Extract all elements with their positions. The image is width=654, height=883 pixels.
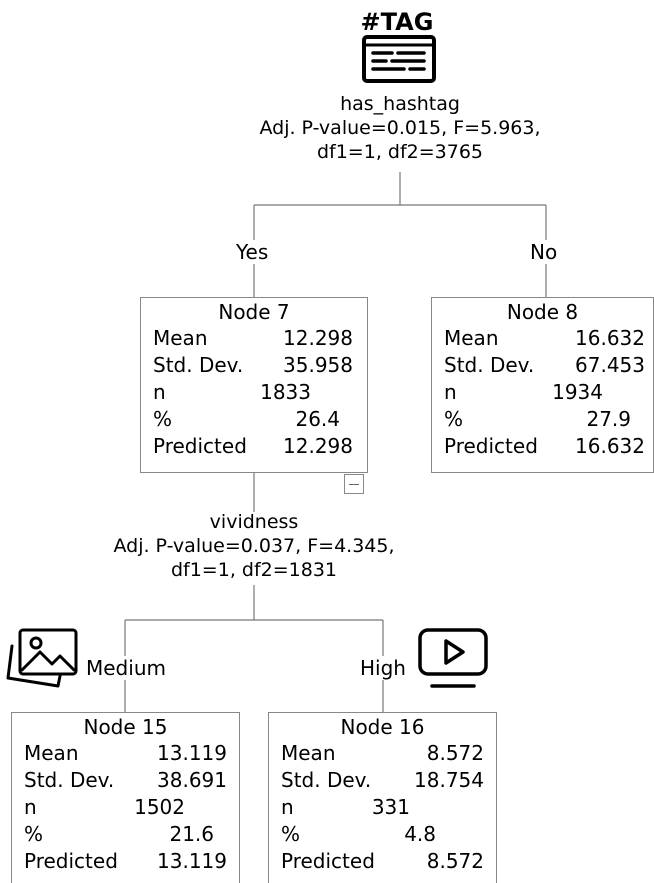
predicted-value: 12.298	[283, 434, 353, 458]
predicted-label: Predicted	[281, 849, 375, 873]
n-label: n	[444, 380, 457, 404]
pct-value: 4.8	[404, 822, 436, 846]
mean-value: 8.572	[426, 741, 484, 765]
node-title: Node 15	[83, 715, 168, 739]
pct-label: %	[153, 407, 173, 431]
predicted-value: 16.632	[575, 434, 645, 458]
vividness-split-label: vividness Adj. P-value=0.037, F=4.345, d…	[84, 510, 424, 582]
n-value: 331	[371, 795, 410, 819]
video-play-icon	[416, 626, 492, 692]
std-value: 67.453	[575, 353, 645, 377]
mean-label: Mean	[24, 741, 79, 765]
pct-value: 21.6	[169, 822, 214, 846]
std-value: 38.691	[157, 768, 227, 792]
split-stats-line1: Adj. P-value=0.037, F=4.345,	[113, 535, 395, 557]
predicted-value: 8.572	[426, 849, 484, 873]
split-variable: has_hashtag	[340, 93, 460, 115]
collapse-node-button[interactable]	[344, 474, 364, 494]
std-value: 18.754	[414, 768, 484, 792]
predicted-value: 13.119	[157, 849, 227, 873]
mean-label: Mean	[153, 326, 208, 350]
mean-value: 13.119	[157, 741, 227, 765]
split-variable: vividness	[209, 511, 299, 533]
tree-node-15[interactable]: Node 15 Mean 13.119 Std. Dev. 38.691 n 1502…	[11, 712, 240, 883]
pct-label: %	[24, 822, 44, 846]
n-label: n	[153, 380, 166, 404]
branch-label-yes: Yes	[234, 240, 271, 264]
branch-label-no: No	[528, 240, 560, 264]
mean-value: 12.298	[283, 326, 353, 350]
predicted-label: Predicted	[153, 434, 247, 458]
std-label: Std. Dev.	[444, 353, 535, 377]
predicted-label: Predicted	[444, 434, 538, 458]
mean-label: Mean	[281, 741, 336, 765]
node-title: Node 7	[218, 300, 290, 324]
pct-value: 26.4	[295, 407, 340, 431]
std-label: Std. Dev.	[281, 768, 372, 792]
std-label: Std. Dev.	[153, 353, 244, 377]
split-stats-line2: df1=1, df2=3765	[316, 141, 484, 163]
n-value: 1833	[260, 380, 311, 404]
std-label: Std. Dev.	[24, 768, 115, 792]
pct-value: 27.9	[586, 407, 631, 431]
branch-label-high: High	[358, 656, 408, 680]
icon-tag-text: #TAG	[361, 8, 434, 36]
split-stats-line1: Adj. P-value=0.015, F=5.963,	[259, 117, 541, 139]
pct-label: %	[281, 822, 301, 846]
n-label: n	[24, 795, 37, 819]
image-gallery-icon	[6, 626, 82, 690]
n-value: 1934	[552, 380, 603, 404]
mean-label: Mean	[444, 326, 499, 350]
predicted-label: Predicted	[24, 849, 118, 873]
node-title: Node 16	[340, 715, 425, 739]
n-label: n	[281, 795, 294, 819]
mean-value: 16.632	[575, 326, 645, 350]
tree-node-16[interactable]: Node 16 Mean 8.572 Std. Dev. 18.754 n 331 %…	[268, 712, 497, 883]
branch-label-medium: Medium	[84, 656, 168, 680]
node-title: Node 8	[506, 300, 579, 324]
n-value: 1502	[134, 795, 185, 819]
root-split-label: has_hashtag Adj. P-value=0.015, F=5.963,…	[230, 92, 570, 164]
std-value: 35.958	[283, 353, 353, 377]
pct-label: %	[444, 407, 464, 431]
split-stats-line2: df1=1, df2=1831	[170, 559, 338, 581]
hashtag-document-icon: #TAG	[356, 5, 438, 83]
